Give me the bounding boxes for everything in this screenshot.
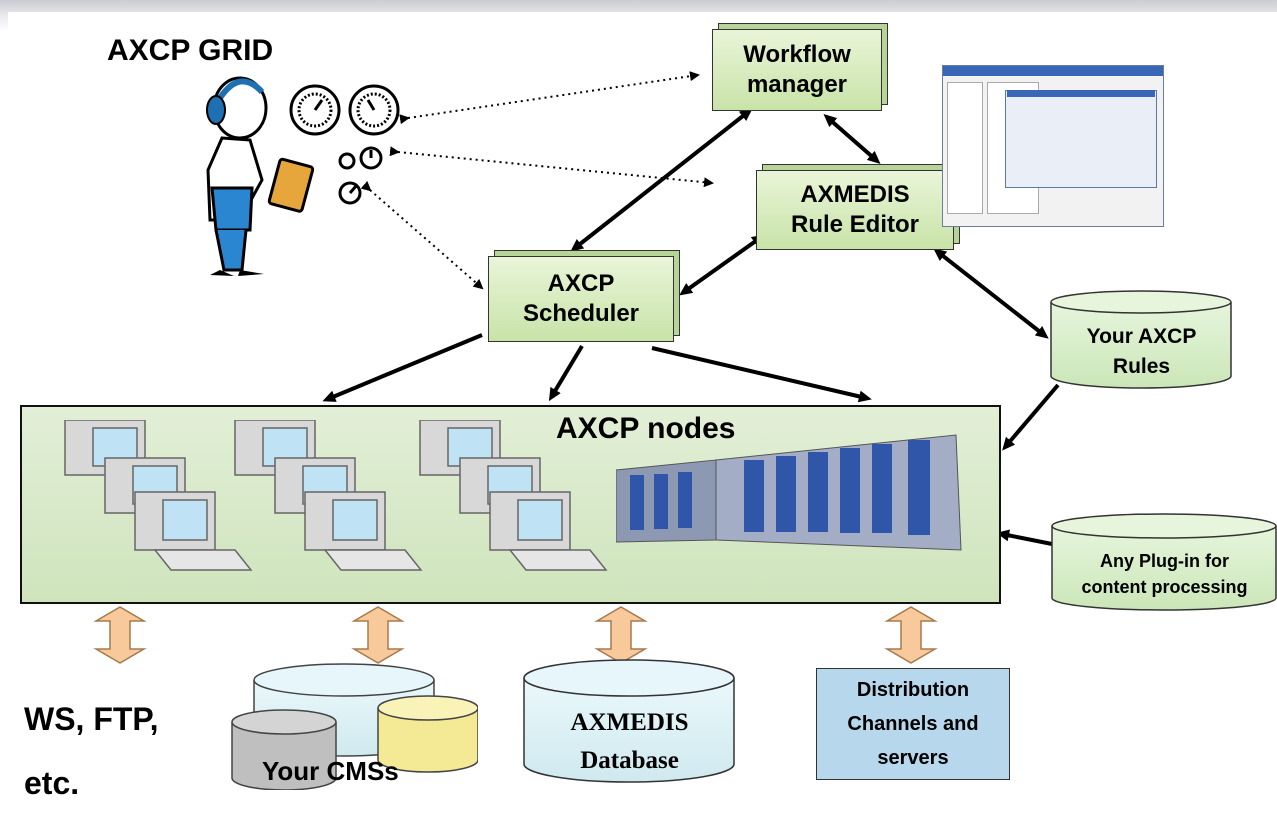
rule-editor-line2: Rule Editor — [790, 211, 919, 238]
computer-icon-group-2 — [234, 420, 423, 571]
rules-cylinder — [1050, 290, 1232, 389]
plugin-line1: Any Plug-in for — [1100, 551, 1229, 571]
cms-cylinders — [231, 663, 478, 790]
rules-cylinder-label: Your AXCP Rules — [1049, 322, 1234, 382]
scheduler-to-nodes-arrows — [322, 333, 1060, 546]
scheduler-line1: AXCP — [547, 270, 615, 297]
database-line1: AXMEDIS — [570, 709, 689, 736]
distribution-line1: Distribution — [856, 679, 970, 701]
io-arrow-cms — [351, 606, 405, 664]
workflow-manager-line2: manager — [746, 71, 848, 98]
io-arrow-distribution — [884, 606, 938, 664]
gauge-icons — [289, 84, 400, 205]
scheduler-line2: Scheduler — [522, 300, 640, 327]
rules-line1: Your AXCP — [1086, 325, 1197, 348]
io-arrow-ws — [93, 606, 147, 664]
server-rack-icon — [616, 434, 962, 551]
dotted-monitor-links — [360, 71, 714, 290]
grid-title: AXCP GRID — [107, 34, 274, 67]
scheduler-box: AXCP Scheduler — [488, 256, 674, 342]
io-arrow-database — [594, 606, 648, 664]
workflow-links — [570, 108, 1049, 339]
rule-editor-box: AXMEDIS Rule Editor — [756, 170, 954, 250]
person-icon — [206, 76, 315, 276]
ws-ftp-line2: etc. — [24, 765, 80, 801]
workflow-manager-line1: Workflow — [743, 41, 851, 68]
rules-line2: Rules — [1112, 355, 1171, 378]
rule-editor-screenshot — [942, 65, 1164, 227]
rule-editor-line1: AXMEDIS — [800, 181, 910, 208]
database-line2: Database — [580, 747, 679, 774]
plugin-cylinder-label: Any Plug-in for content processing — [1052, 548, 1277, 600]
plugin-cylinder — [1051, 513, 1277, 611]
ws-ftp-label: WS, FTP, etc. — [24, 687, 159, 815]
axcp-nodes-label: AXCP nodes — [556, 412, 736, 445]
distribution-box: Distribution Channels and servers — [816, 668, 1010, 780]
ws-ftp-line1: WS, FTP, — [24, 701, 159, 737]
operator-figure — [206, 76, 400, 276]
cms-label: Your CMSs — [262, 756, 399, 786]
database-label: AXMEDIS Database — [522, 704, 737, 780]
plugin-line2: content processing — [1081, 577, 1248, 597]
database-cylinder — [523, 659, 735, 783]
distribution-line3: servers — [877, 747, 949, 769]
io-double-arrows — [93, 606, 938, 664]
computer-cluster — [64, 420, 608, 571]
distribution-line2: Channels and — [847, 713, 979, 735]
computer-icon-group-3 — [419, 420, 608, 571]
diagram-graphics — [322, 71, 1060, 546]
computer-icon-group-1 — [64, 420, 253, 571]
workflow-manager-box: Workflow manager — [712, 29, 882, 111]
